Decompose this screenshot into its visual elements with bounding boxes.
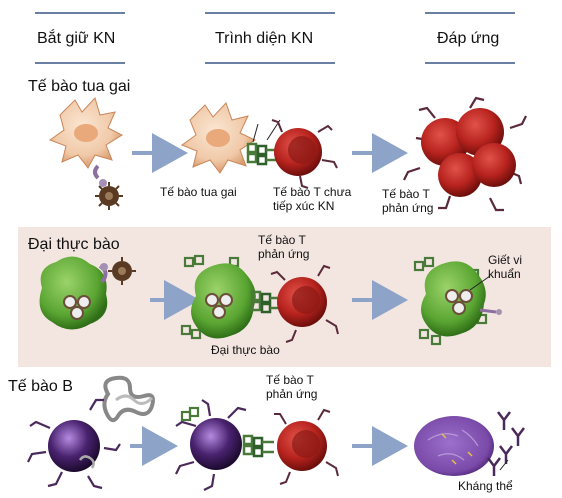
header-rule-2 [205,12,335,14]
naive-t-cell [271,119,338,189]
receptor-icon [98,263,108,284]
b-cell-presenting [175,399,247,491]
plasma-cell [414,416,494,476]
microbe-icon [95,182,123,210]
effector-t-cell [270,264,339,343]
column-header-presentation: Trình diện KN [215,30,314,47]
pointer-lines [252,119,281,143]
row-title-macrophage: Đại thực bào [28,236,120,253]
macrophage-killing [413,256,502,346]
effector-t-cell-cluster [403,96,527,212]
header-rule-1b [35,62,125,64]
macrophage-presenting [180,254,256,340]
row-title-bcell: Tế bào B [8,378,73,395]
label-effector-t-cell-1: Tế bào T phản ứng [382,187,434,215]
column-header-response: Đáp ứng [437,30,500,47]
macrophage-capture [39,256,108,330]
header-rule-2b [205,62,335,64]
label-antibody: Kháng thể [458,479,513,493]
row-title-dendritic: Tế bào tua gai [28,78,131,95]
effector-t-cell [274,408,339,485]
header-rule-3 [425,12,515,14]
microbe-icon [108,257,136,285]
mhc-complex-icon [250,290,280,314]
header-rule-1 [35,12,125,14]
protein-icon [102,375,155,423]
label-effector-t-cell-2: Tế bào T phản ứng [258,233,310,261]
antibody-icon [487,411,525,476]
label-macrophage-apc: Đại thực bào [211,343,280,357]
dendritic-cell-capture [48,97,124,169]
header-rule-3b [425,62,515,64]
mhc-complex-icon [242,434,274,458]
label-naive-t-cell: Tế bào T chưa tiếp xúc KN [273,185,352,213]
receptor-icon [93,164,107,187]
b-cell-capture [27,398,121,490]
mhc-complex-icon [246,142,276,166]
label-effector-t-cell-3: Tế bào T phản ứng [266,373,318,401]
label-dendritic-apc: Tế bào tua gai [160,185,237,199]
label-kill-bacteria: Giết vi khuẩn [488,253,523,281]
dendritic-cell-presenting [180,102,257,174]
column-header-capture: Bắt giữ KN [37,30,116,47]
